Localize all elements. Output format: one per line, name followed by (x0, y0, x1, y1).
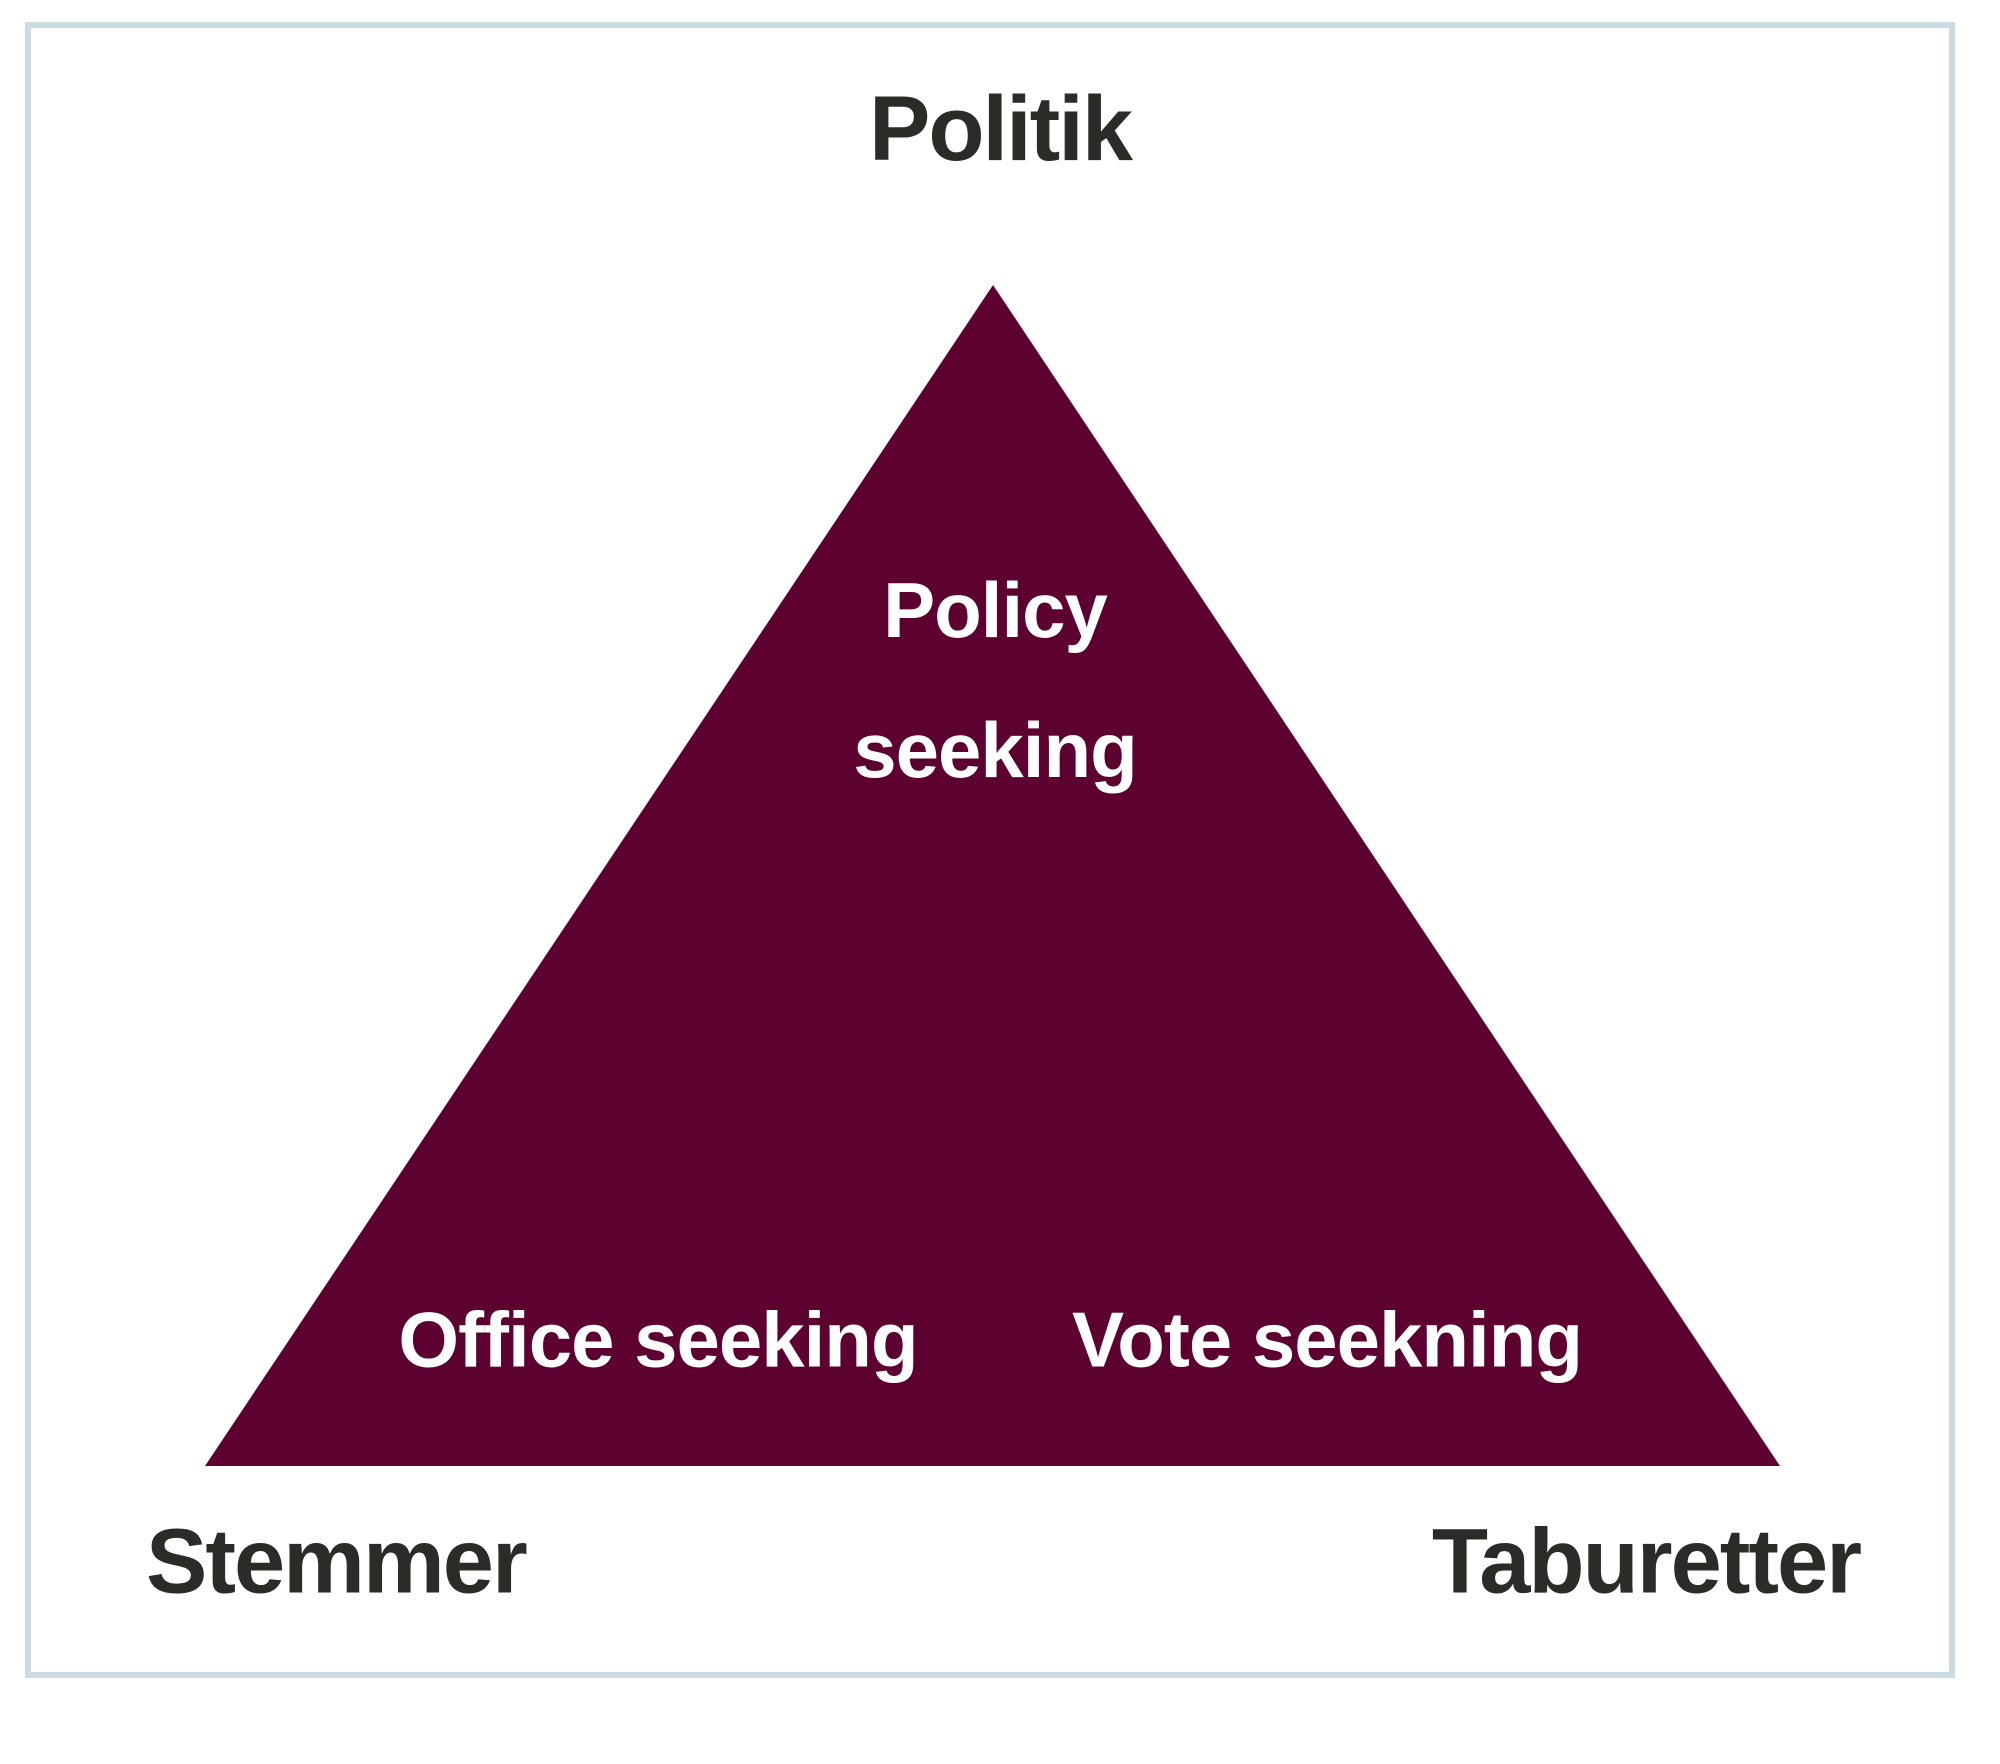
policy-seeking-label: Policy seeking (0, 540, 1990, 820)
policy-seeking-label-line1: Policy (883, 566, 1108, 654)
top-vertex-label: Politik (868, 78, 1133, 180)
office-seeking-label: Office seeking (398, 1295, 918, 1384)
stemmer-label: Stemmer (146, 1510, 528, 1613)
triangle-shape (205, 285, 1780, 1466)
policy-seeking-label-line2: seeking (853, 706, 1137, 794)
taburetter-label: Taburetter (1431, 1510, 1862, 1613)
vote-seeking-label: Vote seekning (1071, 1295, 1583, 1384)
